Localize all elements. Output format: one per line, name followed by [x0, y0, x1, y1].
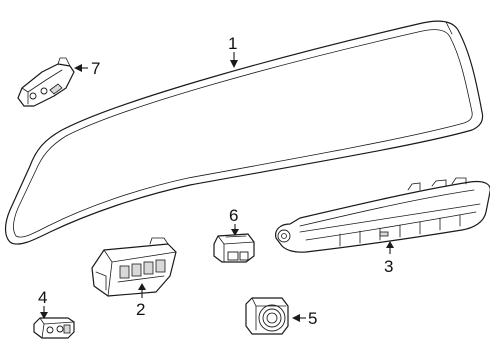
callout-7-leader	[74, 64, 88, 72]
callout-4: 4	[38, 288, 47, 307]
part-5-push-button-switch	[245, 297, 289, 335]
part-7-bracket	[17, 57, 75, 107]
callout-4-leader	[40, 306, 48, 319]
callout-1-leader	[230, 52, 238, 68]
callout-7: 7	[91, 59, 100, 78]
callout-6-leader	[231, 224, 239, 236]
part-3-control-bezel	[275, 177, 490, 253]
callout-2-leader	[138, 283, 146, 298]
callout-5: 5	[308, 309, 317, 328]
callout-3-leader	[386, 241, 394, 254]
callout-6: 6	[229, 206, 238, 225]
callout-2: 2	[136, 300, 145, 319]
callout-1: 1	[228, 34, 237, 53]
callout-5-leader	[292, 314, 306, 322]
part-6-switch	[213, 233, 255, 263]
part-1-trim-panel	[4, 20, 484, 245]
part-4-sensor	[33, 317, 75, 339]
callout-3: 3	[384, 257, 393, 276]
part-2-switch-module	[91, 237, 177, 297]
